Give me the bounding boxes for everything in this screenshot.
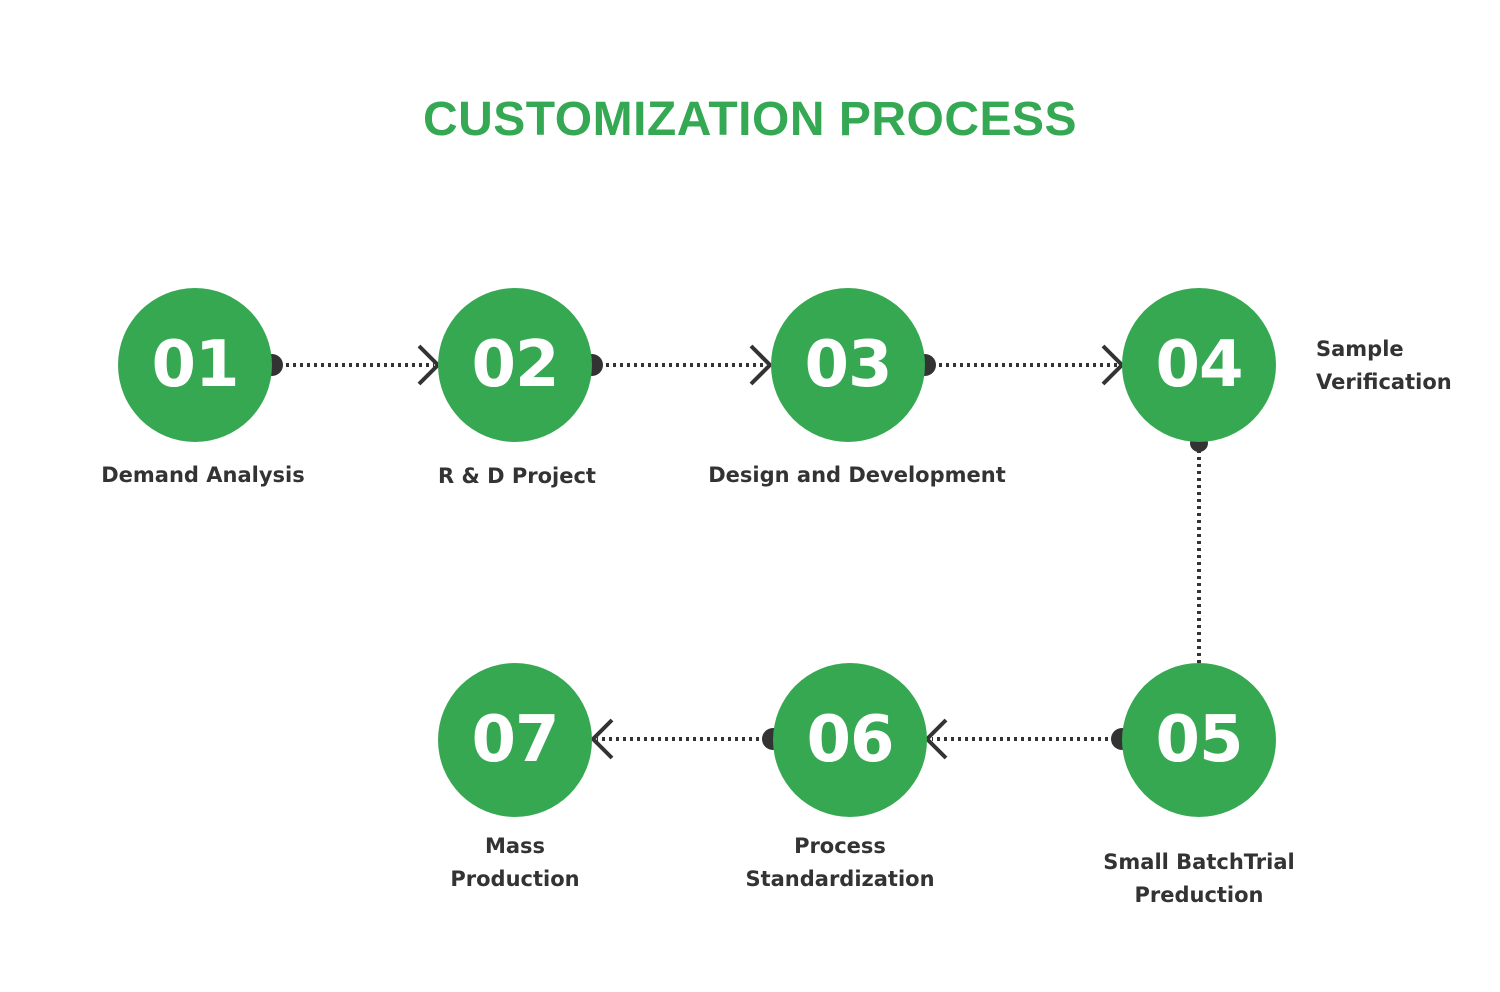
step-label-line: Verification [1316,370,1452,394]
arrowhead-left-icon [590,718,614,760]
arrowhead-right-icon [1101,344,1125,386]
step-02-circle: 02 [438,288,592,442]
step-06-circle: 06 [773,663,927,817]
arrowhead-left-icon [924,718,948,760]
connector-04-05 [1179,434,1219,693]
arrowhead-right-icon [749,344,773,386]
step-05-label: Small BatchTrial Preduction [1079,846,1319,912]
step-label-line: Design and Development [708,463,1006,487]
step-03-circle: 03 [771,288,925,442]
step-01-label: Demand Analysis [53,459,353,492]
step-06-label: Process Standardization [720,830,960,896]
step-05-number: 05 [1155,703,1243,777]
step-label-line: Small BatchTrial [1103,850,1295,874]
step-label-line: R & D Project [438,464,596,488]
step-label-line: Demand Analysis [101,463,305,487]
step-05-circle: 05 [1122,663,1276,817]
step-07-circle: 07 [438,663,592,817]
step-label-line: Standardization [745,867,935,891]
step-01-number: 01 [151,328,239,402]
connector-02-03 [581,344,773,386]
step-06-number: 06 [806,703,894,777]
step-02-number: 02 [471,328,559,402]
step-label-line: Preduction [1134,883,1264,907]
step-03-label: Design and Development [682,459,1032,492]
connector-03-04 [914,344,1125,386]
step-07-label: Mass Production [415,830,615,896]
step-04-circle: 04 [1122,288,1276,442]
step-03-number: 03 [804,328,892,402]
diagram-title: CUSTOMIZATION PROCESS [422,93,1078,146]
step-01-circle: 01 [118,288,272,442]
step-04-number: 04 [1155,328,1243,402]
connector-06-07 [590,718,784,760]
connector-01-02 [261,344,441,386]
step-02-label: R & D Project [367,460,667,493]
step-04-label: Sample Verification [1316,333,1486,399]
connector-05-06 [924,718,1133,760]
step-07-number: 07 [471,703,559,777]
step-label-line: Mass [484,834,546,858]
step-label-line: Sample [1316,337,1404,361]
step-label-line: Production [450,867,580,891]
step-label-line: Process [794,834,886,858]
